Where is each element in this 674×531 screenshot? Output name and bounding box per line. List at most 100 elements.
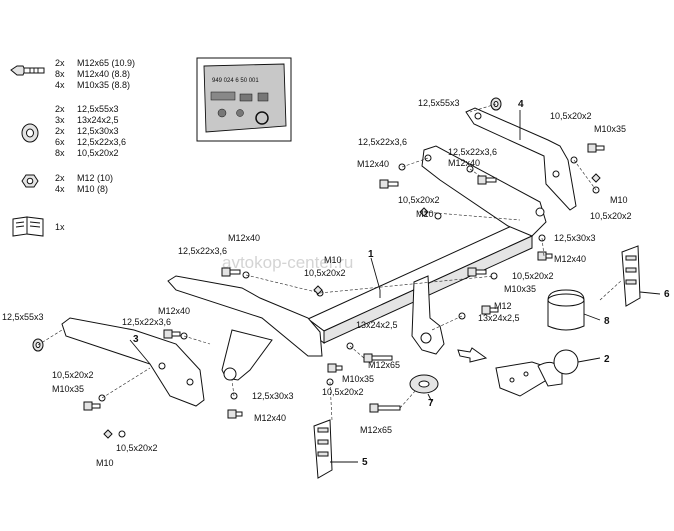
part-number-6: 6	[664, 289, 670, 300]
callout-21: 13x24x2,5	[478, 313, 520, 323]
callout-22: 12,5x55x3	[2, 312, 44, 322]
callout-32: M12x40	[254, 413, 286, 423]
callouts: 12,5x55x3 12,5x22x3,6 M12x40 12,5x22x3,6…	[2, 98, 632, 468]
callout-06: 10,5x20x2	[550, 111, 592, 121]
bom-bolt-qty-2: 8x	[55, 69, 65, 79]
bom-bolt-spec-3: M10x35 (8.8)	[77, 80, 130, 90]
bom-washer-qty-4: 6x	[55, 137, 65, 147]
part-number-2: 2	[604, 354, 610, 365]
bom-nut-spec-1: M12 (10)	[77, 173, 113, 183]
callout-25: 13x24x2,5	[356, 320, 398, 330]
bom-washer-spec-3: 12,5x30x3	[77, 126, 119, 136]
callout-01: 12,5x55x3	[418, 98, 460, 108]
hardware	[32, 97, 605, 439]
bom-legend: 2x M12x65 (10.9) 8x M12x40 (8.8) 4x M10x…	[10, 58, 135, 237]
callout-11: 10,5x20x2	[590, 211, 632, 221]
bolt-e	[467, 267, 487, 277]
part-number-7: 7	[428, 398, 434, 409]
bom-washer-qty-2: 3x	[55, 115, 65, 125]
callout-14: M12x40	[228, 233, 260, 243]
callout-27: M10x35	[342, 374, 374, 384]
mounting-plate-6	[621, 245, 641, 307]
bolt-i	[163, 329, 181, 339]
tow-ball	[495, 349, 579, 397]
callout-02: 12,5x22x3,6	[358, 137, 407, 147]
bom-nut-qty-2: 4x	[55, 184, 65, 194]
left-side-bracket	[61, 275, 323, 407]
bolt-f	[481, 305, 499, 315]
bom-washer-qty-1: 2x	[55, 104, 65, 114]
callout-08: 10,5x20x2	[398, 195, 440, 205]
nut-d	[103, 429, 113, 439]
callout-09: M10	[416, 209, 434, 219]
callout-04: 12,5x22x3,6	[448, 147, 497, 157]
bolt-l	[537, 251, 553, 261]
bom-bolt-qty-1: 2x	[55, 58, 65, 68]
callout-03: M12x40	[357, 159, 389, 169]
bolt-c	[587, 143, 605, 153]
callout-15: 12,5x22x3,6	[178, 246, 227, 256]
bolt-k	[327, 363, 343, 373]
washer-p	[118, 430, 126, 438]
bolt-icon	[10, 65, 45, 76]
bolt-d	[221, 267, 241, 277]
bolt-m	[227, 409, 243, 419]
callout-10: M10	[610, 195, 628, 205]
right-side-bracket	[421, 107, 577, 237]
watermark-text: avtokop-center.ru	[222, 253, 353, 272]
callout-34: M10	[96, 458, 114, 468]
part-number-3: 3	[133, 334, 139, 345]
bolt-a	[379, 179, 399, 189]
bom-washer-spec-4: 12,5x22x3,6	[77, 137, 126, 147]
callout-24: 12,5x22x3,6	[122, 317, 171, 327]
callout-30: M10x35	[52, 384, 84, 394]
callout-28: 10,5x20x2	[322, 387, 364, 397]
bom-washer-qty-5: 8x	[55, 148, 65, 158]
callout-19: M10x35	[504, 284, 536, 294]
nut-a	[591, 173, 601, 183]
part-number-1: 1	[368, 249, 374, 260]
manual-book-icon	[12, 216, 44, 237]
assembly-lines	[37, 103, 623, 421]
plate-code: 949 024 6 50 001	[212, 78, 259, 84]
bom-washer-spec-2: 13x24x2,5	[77, 115, 119, 125]
callout-18: 10,5x20x2	[512, 271, 554, 281]
callout-07: M10x35	[594, 124, 626, 134]
part-number-5: 5	[362, 457, 368, 468]
callout-31: 12,5x30x3	[252, 391, 294, 401]
callout-33: M12x65	[360, 425, 392, 435]
callout-20: M12	[494, 301, 512, 311]
bom-nut-qty-1: 2x	[55, 173, 65, 183]
leader-lines	[129, 110, 661, 463]
washer-icon	[21, 123, 39, 143]
callout-12: 12,5x30x3	[554, 233, 596, 243]
direction-arrow	[457, 347, 488, 363]
bom-bolt-qty-3: 4x	[55, 80, 65, 90]
washer-c	[434, 212, 442, 220]
bom-washer-qty-3: 2x	[55, 126, 65, 136]
bom-bolt-spec-2: M12x40 (8.8)	[77, 69, 130, 79]
bom-washer-spec-1: 12,5x55x3	[77, 104, 119, 114]
socket-plate	[409, 374, 439, 394]
bolt-g	[363, 353, 393, 363]
ball-cap	[547, 289, 585, 331]
callout-17: 10,5x20x2	[304, 268, 346, 278]
callout-13: M12x40	[554, 254, 586, 264]
callout-16: M10	[324, 255, 342, 265]
callout-35: 10,5x20x2	[116, 443, 158, 453]
bom-washer-spec-5: 10,5x20x2	[77, 148, 119, 158]
callout-23: M12x40	[158, 306, 190, 316]
socket-bracket	[411, 275, 445, 355]
bolt-j	[83, 401, 101, 411]
part-number-4: 4	[518, 99, 524, 110]
callout-29: 10,5x20x2	[52, 370, 94, 380]
callout-26: M12x65	[368, 360, 400, 370]
bom-nut-spec-2: M10 (8)	[77, 184, 108, 194]
mounting-plate-5	[313, 419, 333, 479]
type-plate: 949 024 6 50 001	[196, 57, 292, 142]
bolt-h	[369, 403, 401, 413]
bom-bolt-spec-1: M12x65 (10.9)	[77, 58, 135, 68]
bolt-b	[477, 175, 497, 185]
part-number-8: 8	[604, 316, 610, 327]
